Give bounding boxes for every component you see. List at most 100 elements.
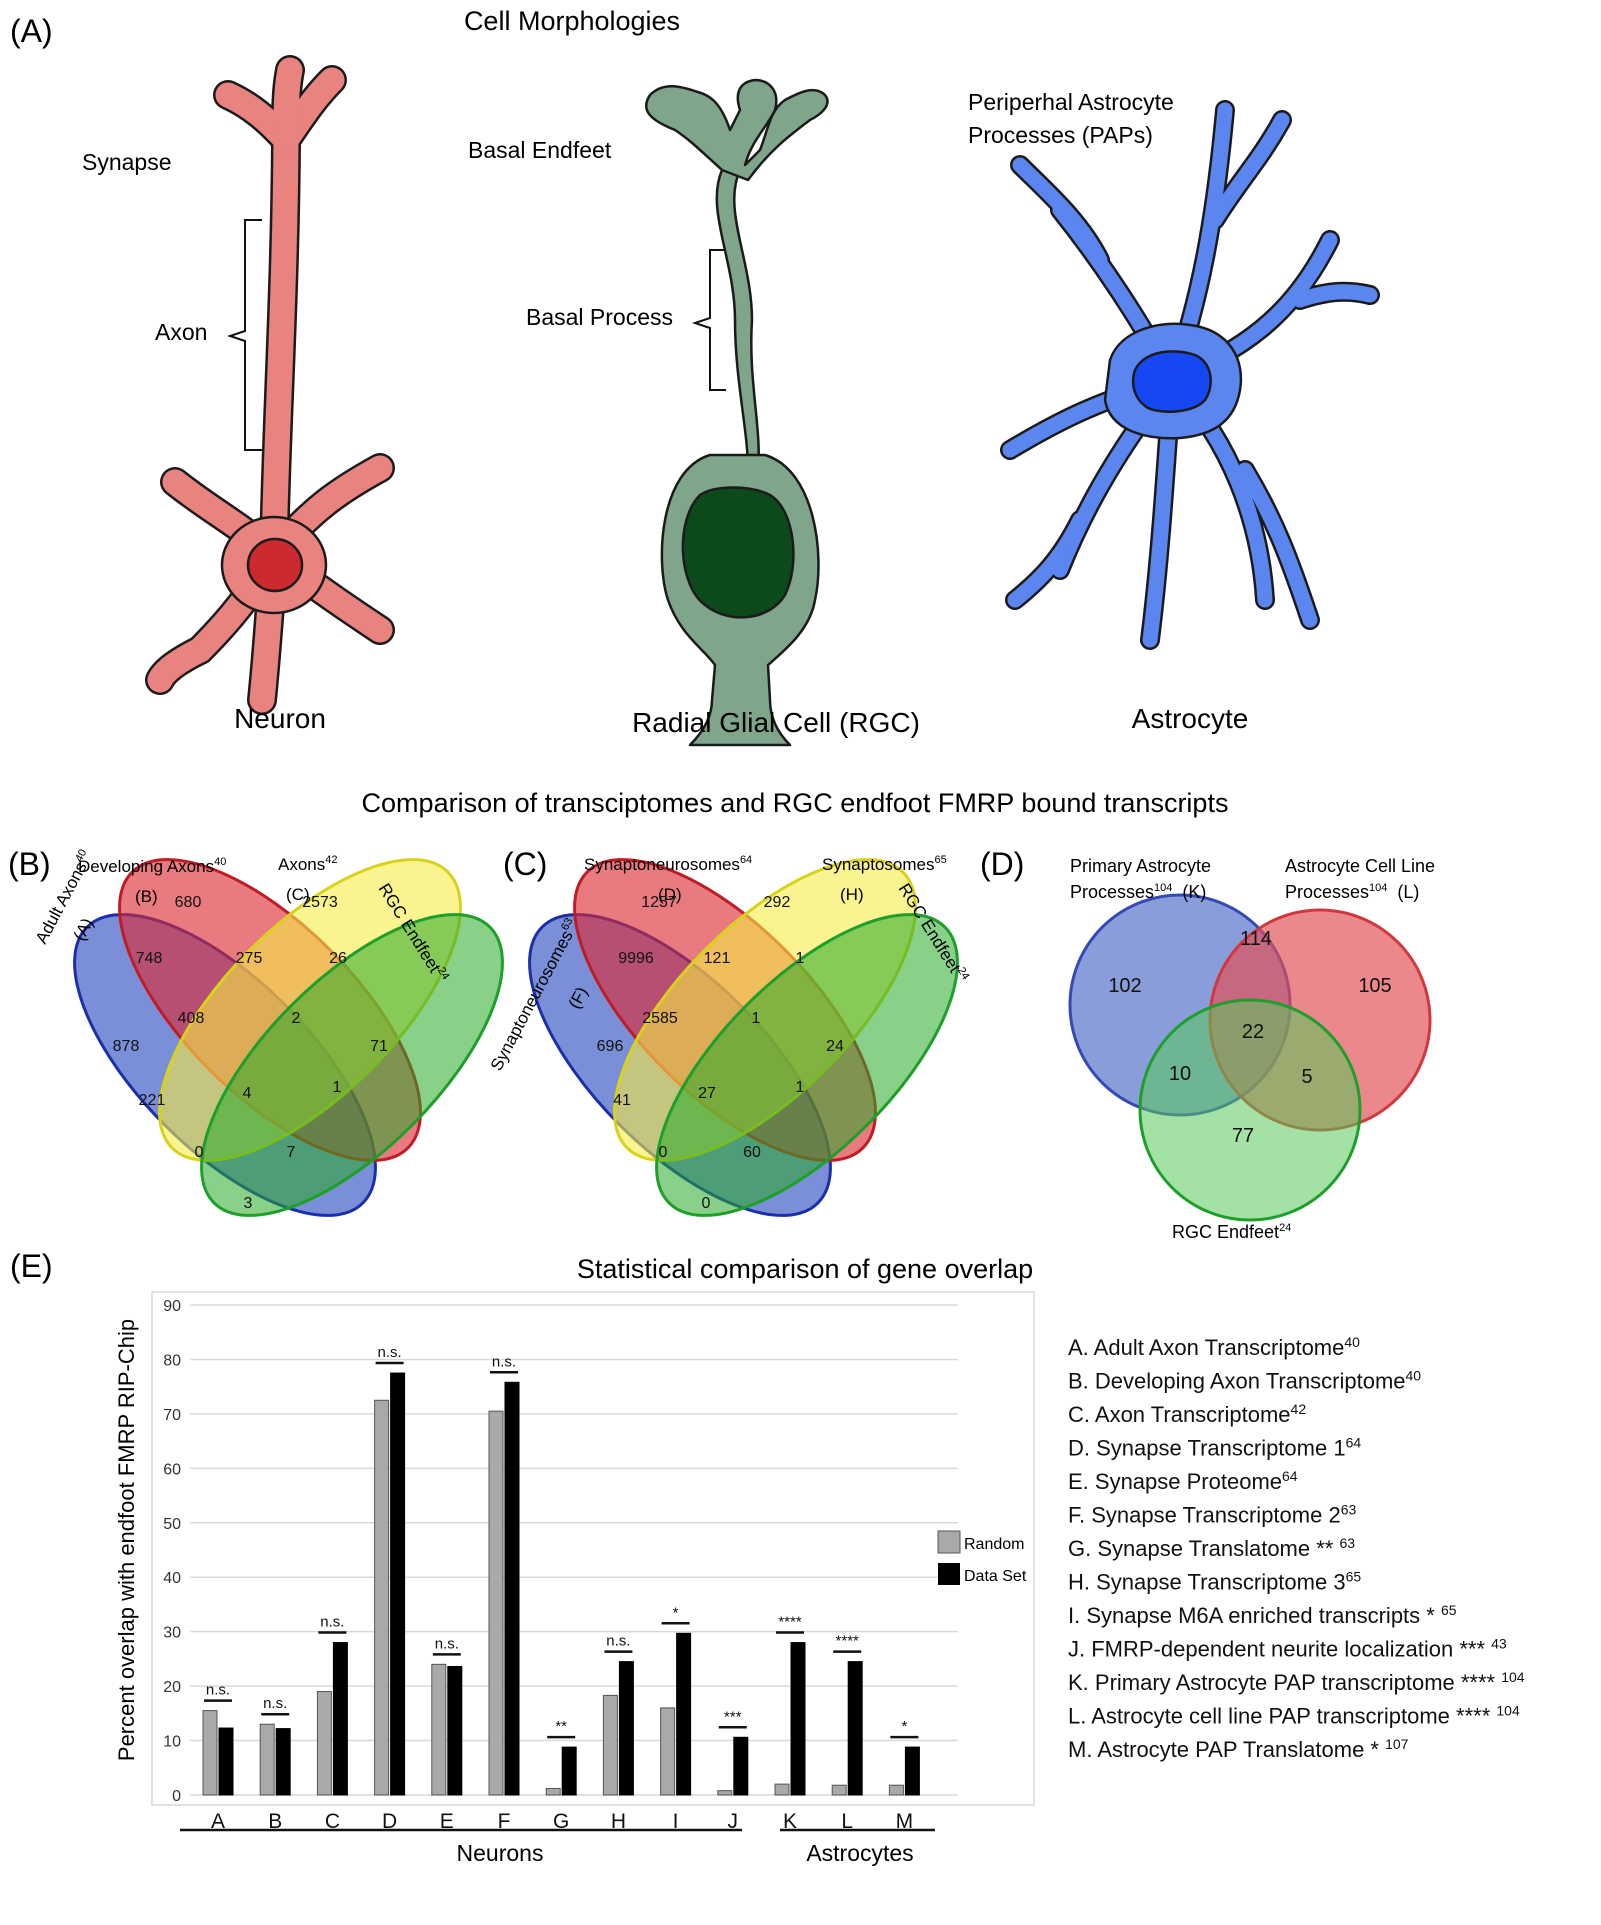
y-tick-0: 0 — [172, 1788, 181, 1805]
group-label-neurons: Neurons — [457, 1840, 544, 1866]
venn-b-set-b-tag: (B) — [135, 887, 158, 906]
legend-label-random: Random — [964, 1536, 1024, 1553]
panel-b-label: (B) — [8, 846, 51, 882]
bar-dataset-F — [504, 1381, 520, 1796]
astrocyte-paps-label-line1: Periperhal Astrocyte — [968, 89, 1174, 115]
dataset-legend-item: G. Synapse Translatome ** 63 — [1068, 1535, 1355, 1561]
venn-d-count-kl: 114 — [1240, 928, 1272, 950]
astrocyte-nucleus — [1131, 350, 1212, 413]
venn-c-count-ab: 9996 — [618, 950, 654, 967]
significance-markers: n.s.n.s.n.s.n.s.n.s.n.s.**n.s.**********… — [204, 1344, 919, 1739]
venn-c-count-abcd: 27 — [698, 1085, 716, 1102]
x-tick-A: A — [211, 1810, 225, 1833]
dataset-legend-item: A. Adult Axon Transcriptome40 — [1068, 1334, 1360, 1360]
venn-c-count-bc: 121 — [704, 950, 731, 967]
venn-b-count-ac: 221 — [139, 1092, 166, 1109]
dataset-legend-item: M. Astrocyte PAP Translatome * 107 — [1068, 1736, 1409, 1762]
panel-a-label: (A) — [10, 13, 53, 49]
venn-c-count-abd: 60 — [743, 1144, 761, 1161]
bar-random-I — [660, 1707, 676, 1796]
significance-label-K: **** — [778, 1614, 802, 1631]
neuron-nucleus — [246, 537, 304, 593]
bar-random-J — [717, 1790, 733, 1796]
venn-b-count-ad: 3 — [244, 1195, 253, 1212]
venn-c-set-c-label: Synaptosomes65 — [822, 854, 947, 874]
y-tick-70: 70 — [163, 1407, 181, 1424]
rgc-endfeet — [644, 78, 829, 182]
chart-frame — [151, 1291, 1035, 1806]
venn-c-counts: 696 1257 292 24 9996 121 1 2585 1 41 27 … — [597, 894, 844, 1212]
x-tick-D: D — [382, 1810, 397, 1833]
comparison-title: Comparison of transciptomes and RGC endf… — [362, 788, 1229, 818]
bar-random-G — [545, 1787, 561, 1796]
venn-b-count-b: 680 — [175, 894, 202, 911]
panel-e-label: (E) — [10, 1248, 53, 1284]
venn-c-count-d: 24 — [826, 1038, 844, 1055]
panel-a-title: Cell Morphologies — [464, 6, 680, 36]
rgc-nucleus — [681, 486, 795, 619]
venn-b-shapes — [73, 858, 504, 1217]
venn-d-count-l: 105 — [1358, 975, 1391, 997]
panel-d-label: (D) — [980, 846, 1024, 882]
venn-b-count-abc: 408 — [178, 1010, 205, 1027]
venn-b-counts: 878 680 2573 71 748 275 26 408 2 221 4 1… — [113, 894, 388, 1212]
dataset-legend-item: H. Synapse Transcriptome 365 — [1068, 1569, 1361, 1595]
dataset-legend-item: K. Primary Astrocyte PAP transcriptome *… — [1068, 1669, 1525, 1695]
axon-bracket — [226, 219, 262, 451]
venn-b-count-ab: 748 — [136, 950, 163, 967]
significance-label-M: * — [901, 1718, 907, 1735]
bar-dataset-D — [390, 1372, 406, 1796]
venn-c-count-acd: 0 — [659, 1144, 668, 1161]
venn-b-set-c-label: Axons42 — [278, 854, 338, 874]
x-tick-B: B — [268, 1810, 282, 1833]
y-tick-90: 90 — [163, 1298, 181, 1315]
group-label-astrocytes: Astrocytes — [806, 1840, 913, 1866]
y-tick-20: 20 — [163, 1679, 181, 1696]
venn-b-set-d-shape — [200, 913, 504, 1217]
neuron-name: Neuron — [234, 703, 326, 734]
rgc-basal-endfeet-label: Basal Endfeet — [468, 137, 612, 163]
bar-dataset-K — [790, 1642, 806, 1796]
rgc-illustration — [644, 78, 829, 747]
venn-b-count-d: 71 — [370, 1038, 388, 1055]
bar-random-K — [774, 1783, 790, 1796]
dataset-legend-item: B. Developing Axon Transcriptome40 — [1068, 1368, 1421, 1394]
venn-c-count-ad: 0 — [702, 1195, 711, 1212]
venn-c-count-b: 1257 — [641, 894, 677, 911]
bar-random-M — [888, 1784, 904, 1796]
bar-dataset-G — [561, 1746, 577, 1796]
rgc-process — [715, 168, 760, 472]
venn-d-count-lr: 5 — [1301, 1066, 1312, 1088]
venn-c-count-a: 696 — [597, 1038, 624, 1055]
bar-dataset-C — [332, 1642, 348, 1796]
significance-label-H: n.s. — [606, 1633, 630, 1650]
chart-legend: Random Data Set — [937, 1530, 1027, 1585]
neuron-synapse-label: Synapse — [82, 149, 172, 175]
venn-b-set-b-label: Developing Axons40 — [78, 856, 226, 876]
significance-label-F: n.s. — [492, 1353, 516, 1370]
neuron-axon-label: Axon — [155, 319, 207, 345]
bar-dataset-M — [904, 1746, 920, 1796]
x-tick-L: L — [841, 1810, 853, 1833]
significance-label-E: n.s. — [435, 1635, 459, 1652]
venn-d-set-k-label-line1: Primary Astrocyte — [1070, 856, 1211, 876]
x-tick-E: E — [440, 1810, 454, 1833]
venn-d-count-klr: 22 — [1242, 1021, 1264, 1043]
bar-dataset-A — [218, 1727, 234, 1796]
venn-b-count-abcd: 4 — [243, 1085, 252, 1102]
y-tick-60: 60 — [163, 1461, 181, 1478]
x-tick-I: I — [673, 1810, 679, 1833]
venn-d-set-k-label-line2: Processes104(K) — [1070, 882, 1206, 902]
bar-random-B — [259, 1723, 275, 1796]
y-tick-40: 40 — [163, 1570, 181, 1587]
panel-e-title: Statistical comparison of gene overlap — [577, 1254, 1033, 1284]
significance-label-L: **** — [836, 1633, 860, 1650]
basal-process-bracket — [691, 249, 726, 391]
venn-c-count-abc: 2585 — [642, 1010, 678, 1027]
astrocyte-illustration — [1000, 100, 1380, 650]
venn-c-count-bcd: 1 — [752, 1010, 761, 1027]
y-tick-30: 30 — [163, 1625, 181, 1642]
x-tick-F: F — [498, 1810, 511, 1833]
